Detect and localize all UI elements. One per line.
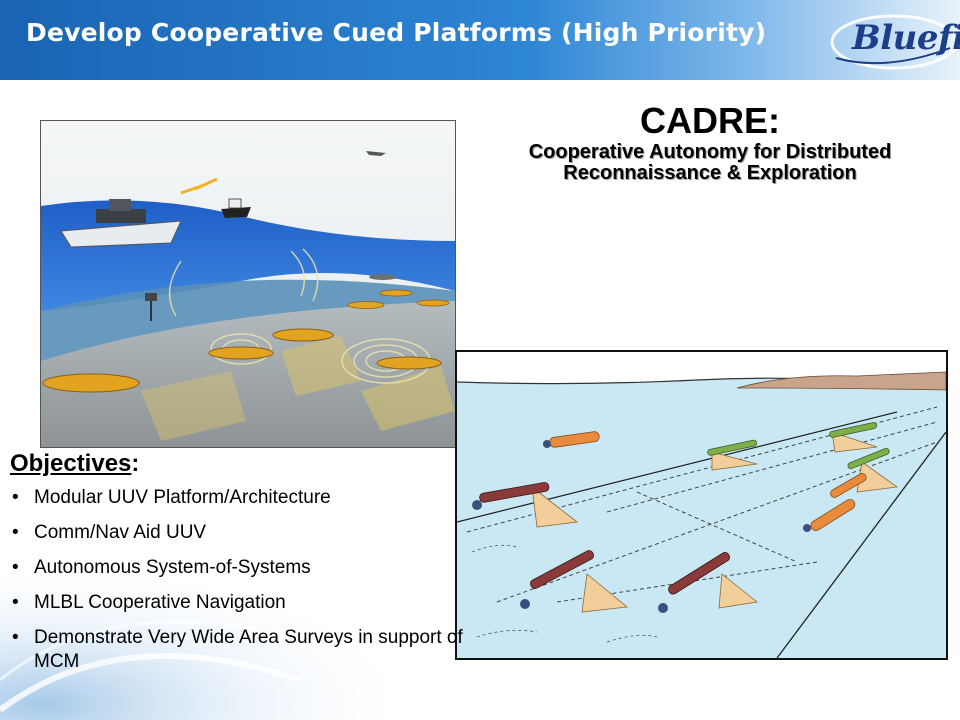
list-item: Modular UUV Platform/Architecture — [10, 486, 480, 510]
survey-diagram-image — [457, 352, 946, 658]
list-item: Comm/Nav Aid UUV — [10, 521, 480, 545]
ocean-operations-illustration — [40, 120, 456, 448]
list-item: MLBL Cooperative Navigation — [10, 591, 480, 615]
cadre-subtitle-line2: Reconnaissance & Exploration — [563, 162, 857, 184]
list-item: Demonstrate Very Wide Area Surveys in su… — [10, 626, 480, 674]
objectives-heading: Objectives: — [10, 450, 139, 478]
logo-text: Bluefin — [852, 18, 960, 58]
slide-title: Develop Cooperative Cued Platforms (High… — [26, 18, 767, 47]
cooperative-survey-diagram — [455, 350, 948, 660]
cadre-subtitle-line1: Cooperative Autonomy for Distributed — [528, 141, 892, 163]
slide-header: Develop Cooperative Cued Platforms (High… — [0, 0, 960, 80]
bluefin-logo: Bluefin — [826, 8, 960, 74]
objectives-heading-text: Objectives — [10, 450, 132, 477]
list-item: Autonomous System-of-Systems — [10, 556, 480, 580]
cadre-subtitle: Cooperative Autonomy for Distributed Rec… — [470, 142, 950, 184]
objectives-heading-colon: : — [131, 450, 140, 477]
cadre-title: CADRE: — [640, 100, 780, 141]
ocean-scene-image — [41, 121, 455, 447]
objectives-list: Modular UUV Platform/Architecture Comm/N… — [10, 486, 480, 685]
